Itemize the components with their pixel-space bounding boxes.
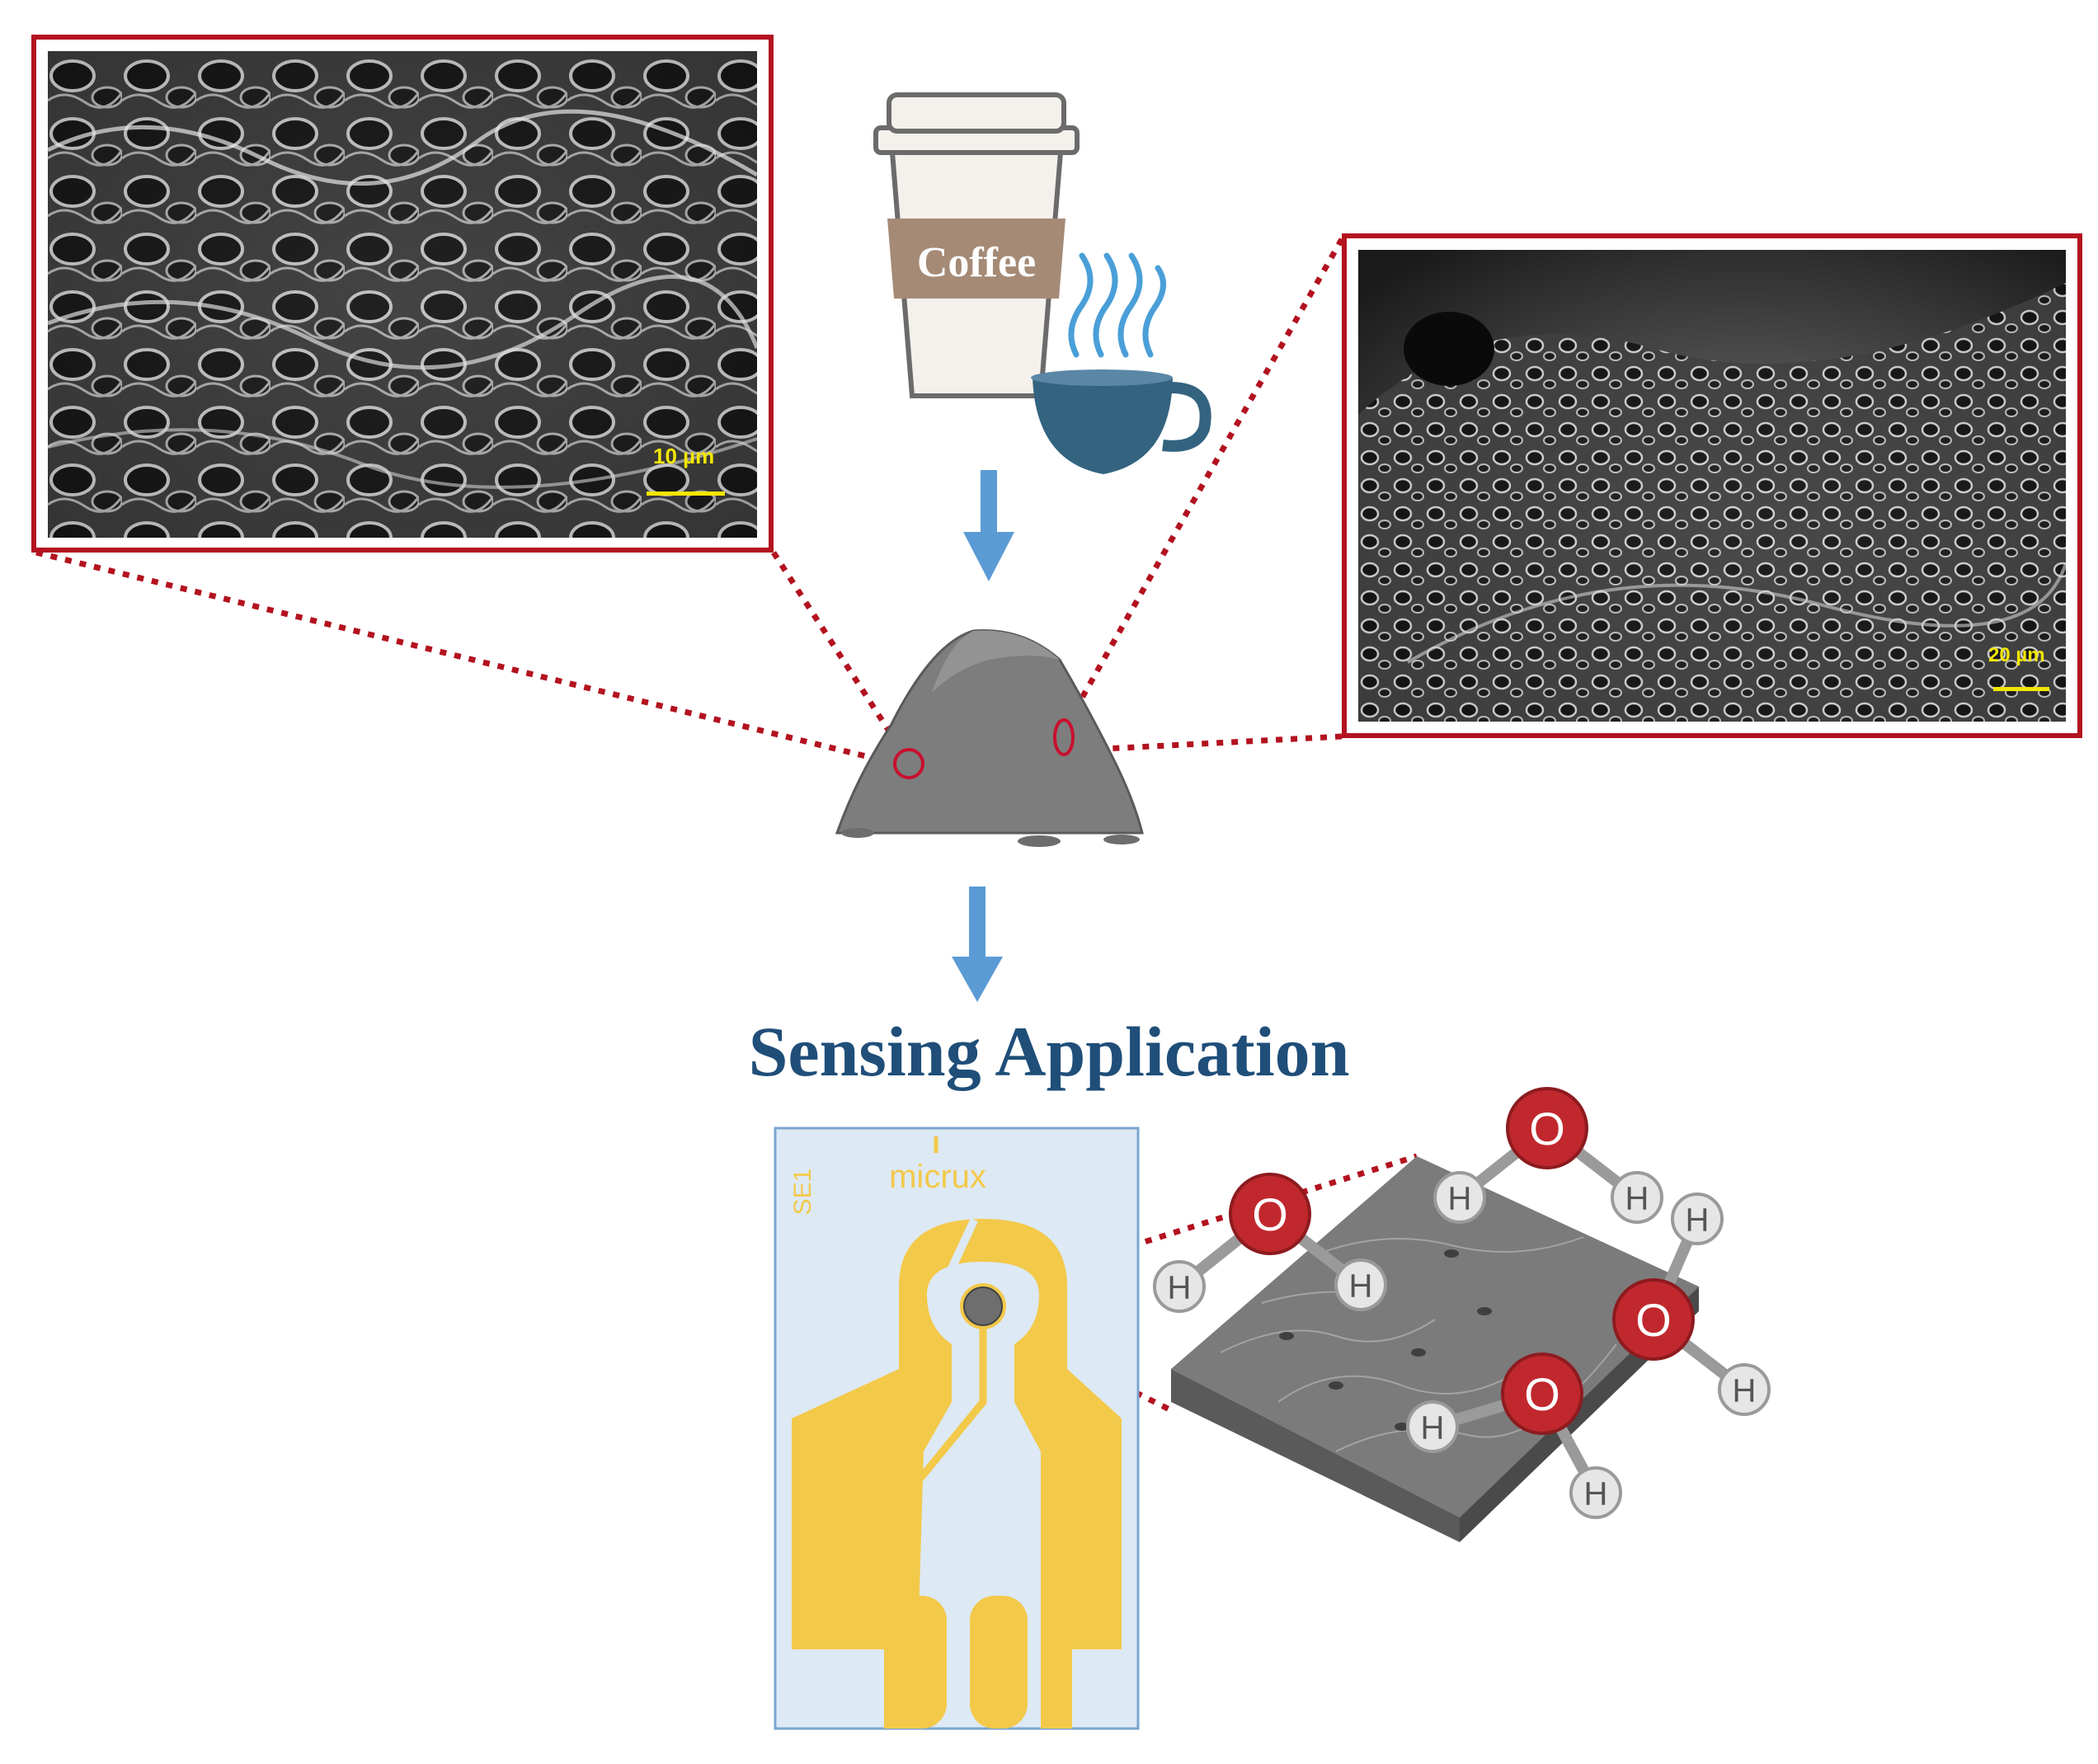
sem-image-right-frame: 20 µm xyxy=(1342,233,2082,738)
hydrogen-atom xyxy=(1671,1192,1724,1245)
hydrogen-label: H xyxy=(1686,1202,1710,1238)
electrode-code: SE1 xyxy=(789,1169,816,1216)
hydrogen-atom xyxy=(1611,1171,1663,1224)
hydrogen-label: H xyxy=(1168,1269,1192,1305)
scale-label-right: 20 µm xyxy=(1988,644,2045,666)
steam-icon xyxy=(1068,252,1166,358)
water-molecules: H H O H H O H H O H H O xyxy=(1153,1087,1771,1519)
hydrogen-label: H xyxy=(1448,1180,1472,1216)
hydrogen-atom xyxy=(1569,1466,1622,1519)
arrow-down-icon-2 xyxy=(952,887,1003,1002)
oxygen-atom xyxy=(1612,1278,1695,1361)
hydrogen-atom xyxy=(1718,1363,1771,1416)
powder-pile-icon xyxy=(835,628,1144,847)
hydrogen-label: H xyxy=(1584,1475,1608,1512)
hydrogen-label: H xyxy=(1349,1268,1373,1304)
scale-bar-right xyxy=(1993,687,2049,691)
coffee-label: Coffee xyxy=(917,239,1036,286)
sem-image-left-frame: 10 µm xyxy=(31,35,774,553)
hydrogen-label: H xyxy=(1421,1409,1445,1446)
sem-image-right xyxy=(1358,250,2066,722)
oxygen-atom xyxy=(1506,1087,1588,1169)
oxygen-label: O xyxy=(1524,1368,1560,1420)
arrow-down-icon xyxy=(963,470,1014,581)
hydrogen-atom xyxy=(1433,1171,1486,1224)
scale-bar-left xyxy=(647,492,725,496)
oxygen-label: O xyxy=(1252,1188,1288,1240)
hydrogen-atom xyxy=(1153,1260,1206,1313)
section-title: Sensing Application xyxy=(748,1012,1350,1091)
oxygen-label: O xyxy=(1529,1103,1565,1155)
hydrogen-atom xyxy=(1334,1258,1387,1311)
hydrogen-atom xyxy=(1406,1400,1459,1453)
oxygen-atom xyxy=(1229,1173,1311,1255)
sem-image-left xyxy=(48,51,757,538)
coffee-mug-icon xyxy=(1031,369,1211,474)
coffee-cup-icon xyxy=(873,92,1080,398)
hydrogen-label: H xyxy=(1733,1372,1757,1409)
oxygen-atom xyxy=(1501,1352,1583,1435)
scale-label-left: 10 µm xyxy=(653,444,715,468)
hydrogen-label: H xyxy=(1625,1180,1649,1216)
electrode-brand: micrux xyxy=(889,1159,986,1195)
oxygen-label: O xyxy=(1635,1294,1672,1346)
screen-printed-electrode xyxy=(774,1127,1140,1730)
